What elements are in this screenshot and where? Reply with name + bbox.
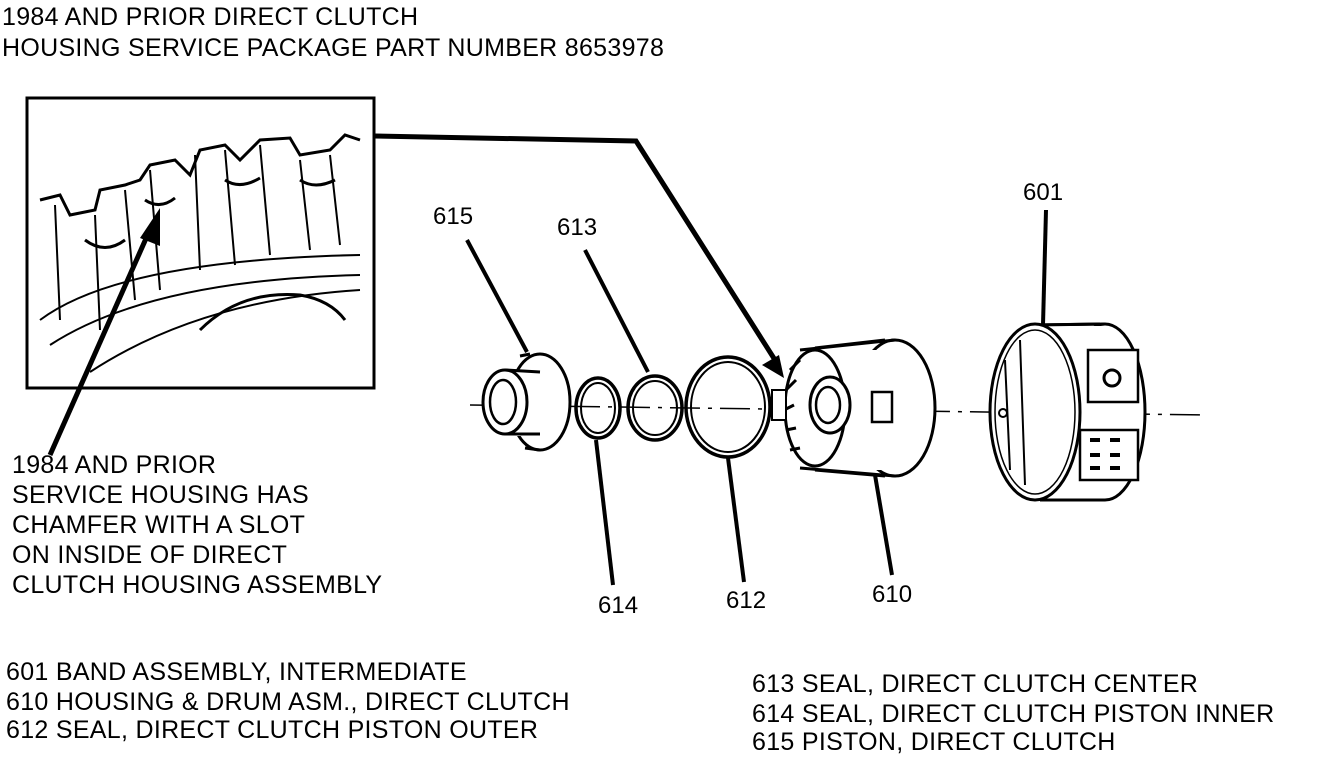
callout-614: 614: [598, 592, 639, 619]
legend-item-613: 613 SEAL, DIRECT CLUTCH CENTER: [752, 670, 1199, 698]
inset-leader: [373, 133, 784, 378]
callout-615: 615: [433, 203, 474, 230]
inset-note-line-2: SERVICE HOUSING HAS: [12, 481, 309, 509]
leader-615: [465, 239, 529, 353]
detail-inset: [25, 96, 376, 390]
inset-note-line-3: CHAMFER WITH A SLOT: [12, 511, 306, 539]
legend-item-614: 614 SEAL, DIRECT CLUTCH PISTON INNER: [752, 700, 1275, 728]
legend-item-610: 610 HOUSING & DRUM ASM., DIRECT CLUTCH: [6, 688, 570, 716]
legend-item-615: 615 PISTON, DIRECT CLUTCH: [752, 728, 1116, 756]
leader-612: [726, 457, 746, 583]
title-line-1: 1984 AND PRIOR DIRECT CLUTCH: [2, 3, 419, 31]
leader-610: [873, 474, 894, 576]
leader-613: [583, 249, 650, 373]
part-613-seal-center: [626, 374, 684, 442]
legend-item-601: 601 BAND ASSEMBLY, INTERMEDIATE: [6, 658, 467, 686]
inset-note-line-1: 1984 AND PRIOR: [12, 451, 217, 479]
title-line-2: HOUSING SERVICE PACKAGE PART NUMBER 8653…: [2, 34, 665, 62]
note-arrow: [47, 208, 160, 457]
leader-614: [594, 439, 615, 586]
callout-610: 610: [872, 581, 913, 608]
part-612-seal-outer: [684, 355, 772, 459]
part-614-seal-inner: [574, 376, 622, 440]
callout-601: 601: [1023, 179, 1064, 206]
part-615-piston: [481, 352, 572, 452]
leader-601: [1041, 209, 1048, 326]
inset-note-line-5: CLUTCH HOUSING ASSEMBLY: [12, 571, 383, 599]
callout-613: 613: [557, 214, 598, 241]
inset-note-line-4: ON INSIDE OF DIRECT: [12, 541, 288, 569]
legend-item-612: 612 SEAL, DIRECT CLUTCH PISTON OUTER: [6, 716, 539, 744]
part-601-band: [988, 322, 1147, 502]
part-610-housing-drum: [771, 338, 937, 478]
callout-612: 612: [726, 587, 767, 614]
